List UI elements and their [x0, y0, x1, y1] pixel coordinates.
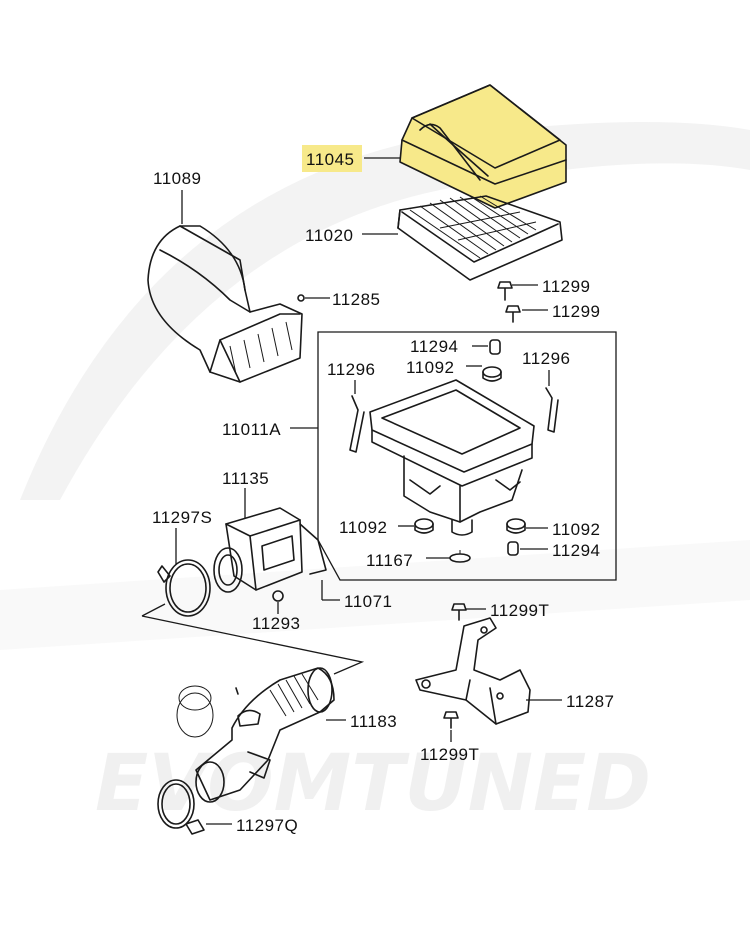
label-11293[interactable]: 11293 [252, 614, 301, 633]
part-11297S-clamp[interactable] [157, 559, 211, 617]
label-11167[interactable]: 11167 [366, 551, 413, 570]
label-11183[interactable]: 11183 [350, 712, 397, 731]
part-11092-grommet-left[interactable] [414, 518, 434, 534]
label-11297S[interactable]: 11297S [152, 508, 212, 527]
part-11296-clip-left[interactable] [349, 395, 365, 453]
label-11299T-top[interactable]: 11299T [490, 601, 549, 620]
label-11296-right[interactable]: 11296 [522, 349, 571, 368]
highlight-box-11045 [302, 145, 362, 172]
part-11089-duct[interactable] [147, 225, 303, 383]
label-11089[interactable]: 11089 [153, 169, 202, 188]
label-11294-top[interactable]: 11294 [410, 337, 459, 356]
label-11299T-lower[interactable]: 11299T [420, 745, 479, 764]
label-11092-left[interactable]: 11092 [339, 518, 388, 537]
part-11183-hose[interactable] [195, 667, 335, 803]
part-11294-grommet-lower[interactable] [507, 541, 519, 556]
part-11299-bolt-2[interactable] [505, 305, 521, 323]
assembly-bracket-11011A [317, 331, 617, 581]
part-11297Q-clamp[interactable] [157, 779, 205, 835]
part-11045-cover[interactable] [399, 84, 567, 209]
label-11045[interactable]: 11045 [306, 150, 355, 169]
assembly-outline-lower [141, 603, 365, 675]
label-11296-left[interactable]: 11296 [327, 360, 376, 379]
part-11299-bolt-1[interactable] [497, 281, 513, 301]
label-11135[interactable]: 11135 [222, 469, 269, 488]
part-hose-fittings[interactable] [176, 685, 239, 738]
label-11011A[interactable]: 11011A [222, 420, 281, 439]
label-11299-2[interactable]: 11299 [552, 302, 601, 321]
label-11020[interactable]: 11020 [305, 226, 354, 245]
label-11294-lower[interactable]: 11294 [552, 541, 601, 560]
part-11294-grommet-top[interactable] [489, 339, 501, 355]
label-11297Q[interactable]: 11297Q [236, 816, 298, 835]
part-11299T-bolt-top[interactable] [451, 603, 467, 621]
label-11092-right[interactable]: 11092 [552, 520, 601, 539]
part-11011A-case[interactable] [369, 379, 535, 536]
part-11299T-bolt-lower[interactable] [443, 711, 459, 729]
part-11285-clip[interactable] [297, 294, 305, 302]
part-11293-grommet[interactable] [272, 590, 284, 602]
part-11092-grommet-top[interactable] [482, 366, 502, 382]
part-11092-grommet-right[interactable] [506, 518, 526, 534]
part-11020-filter[interactable] [397, 195, 563, 281]
label-11285[interactable]: 11285 [332, 290, 381, 309]
label-11092-top[interactable]: 11092 [406, 358, 455, 377]
label-11299-1[interactable]: 11299 [542, 277, 591, 296]
part-11287-bracket[interactable] [415, 617, 531, 725]
part-11296-clip-right[interactable] [545, 387, 559, 433]
watermark: EVOMTUNED [0, 122, 750, 829]
label-11287[interactable]: 11287 [566, 692, 615, 711]
label-11071[interactable]: 11071 [344, 592, 393, 611]
part-11135-airflow-sensor[interactable] [213, 507, 327, 593]
